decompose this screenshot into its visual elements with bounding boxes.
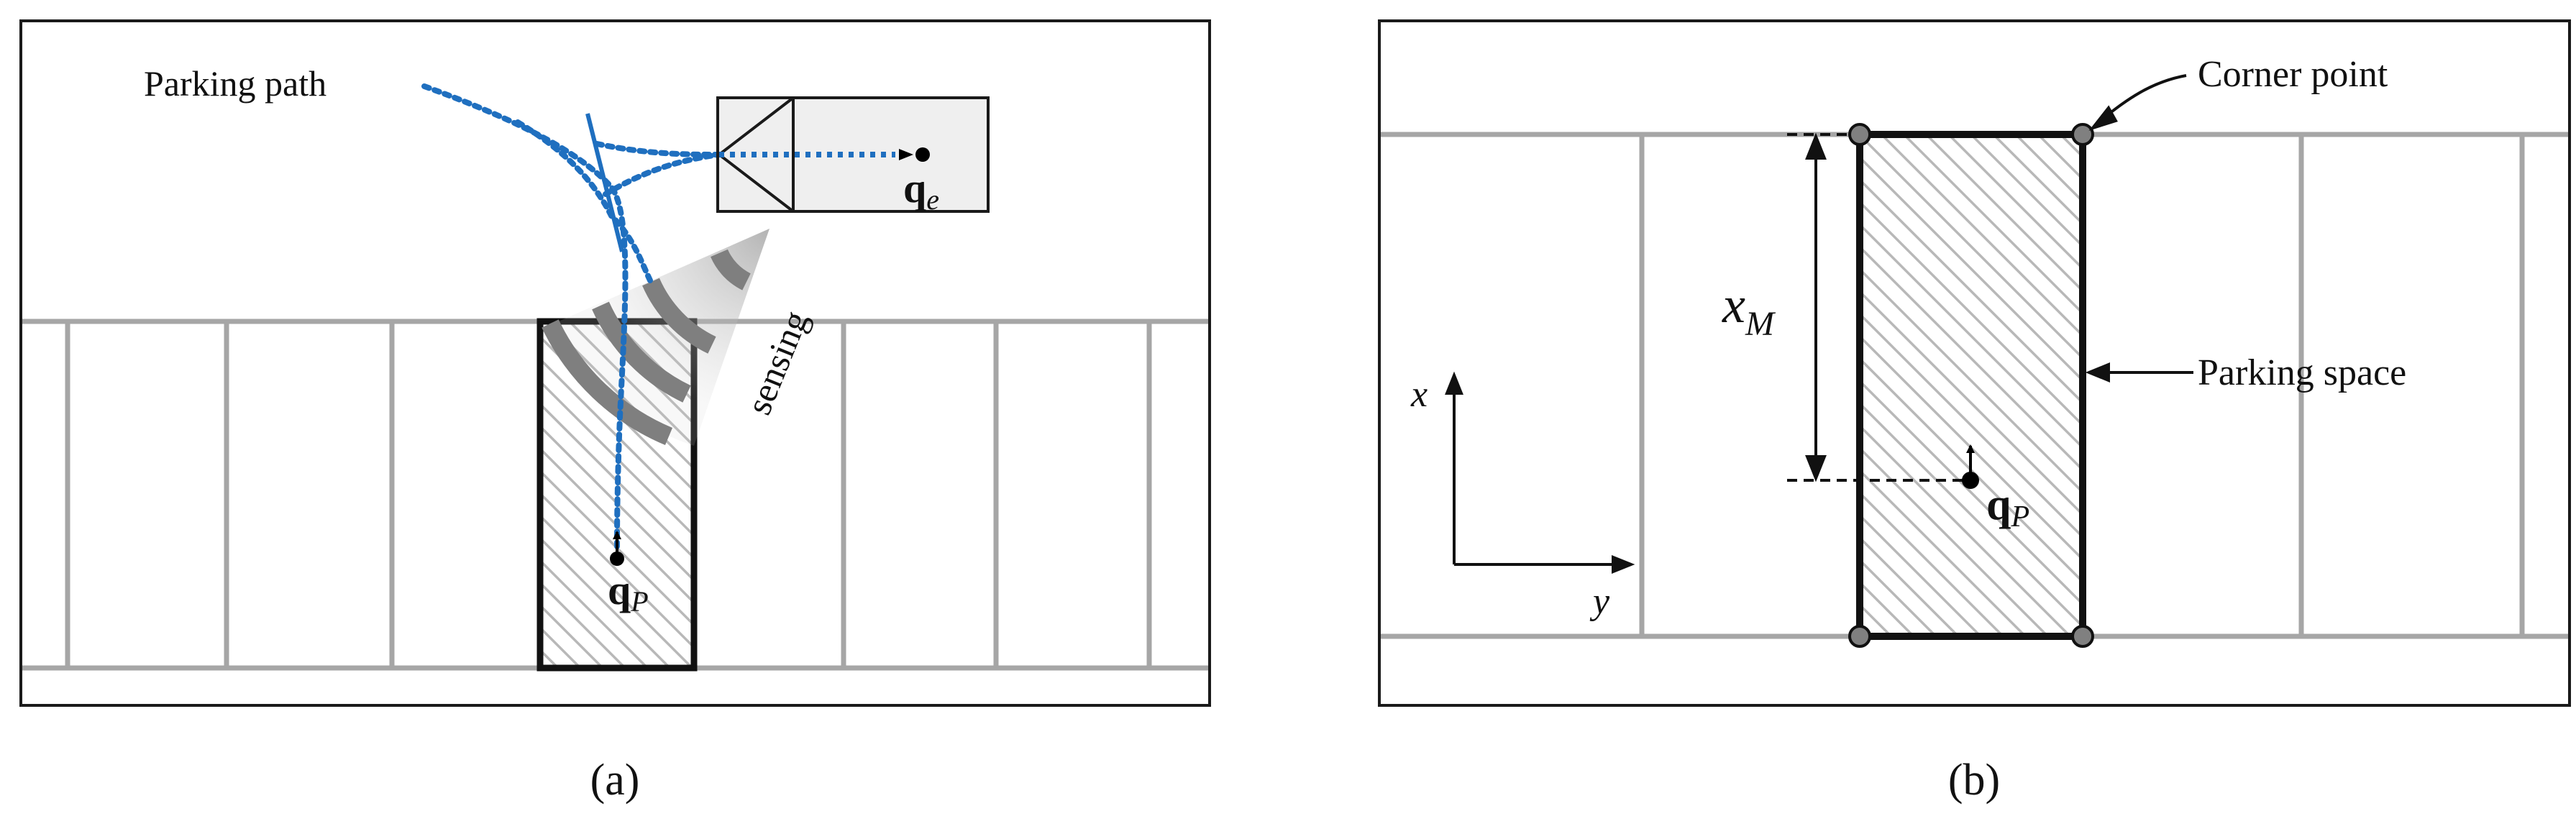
panel-b-axes <box>1445 371 1635 574</box>
panel-b-corner-point-label: Corner point <box>2198 54 2388 95</box>
panel-a: Parking path sensing qe qP (a) <box>19 19 1211 805</box>
panel-b-q-park-point <box>1962 472 1979 489</box>
panel-b-q-park-label: qP <box>1986 480 2029 534</box>
panel-b-parking-space-label: Parking space <box>2198 352 2406 393</box>
panel-a-q-park-point <box>610 551 624 566</box>
panel-b-xm-label: xM <box>1722 276 1776 343</box>
panel-a-q-end-label: qe <box>903 165 939 216</box>
panel-b-corner-points <box>1848 123 2094 648</box>
panel-b-axis-x-label: x <box>1410 374 1428 415</box>
panel-a-vehicle <box>716 96 990 213</box>
panel-b-caption: (b) <box>1948 756 2000 805</box>
panel-b-parking-space <box>1856 131 2086 640</box>
panel-a-q-park-label: qP <box>608 567 649 618</box>
panel-b-axis-y-label: y <box>1589 581 1610 622</box>
panel-a-caption: (a) <box>590 756 640 805</box>
panel-b-xm-dimension <box>1787 132 1970 482</box>
panel-b: Corner point Parking space xM x y qP (b) <box>1378 19 2571 805</box>
panel-a-steer-line <box>585 113 624 252</box>
panel-b-callout-arrows <box>2085 74 2193 383</box>
panel-a-parking-path-label: Parking path <box>144 63 326 104</box>
panel-a-q-end-point <box>915 147 930 162</box>
panel-a-sensing-cone <box>542 229 769 446</box>
